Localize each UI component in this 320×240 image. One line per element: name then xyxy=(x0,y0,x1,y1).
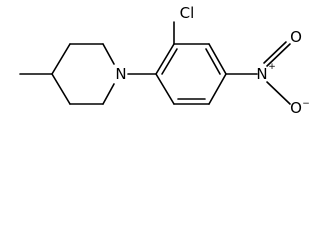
bond-nitro-o-bottom xyxy=(266,81,291,105)
bond-c3-c4 xyxy=(51,43,71,75)
bond-ar3-ar4 xyxy=(208,43,227,75)
bond-nitro-o-top-b xyxy=(263,41,287,64)
bond-c6-n xyxy=(102,83,115,105)
bond-ar4-ar5 xyxy=(208,73,227,105)
benzene-ring xyxy=(155,43,227,105)
piperidine-ring xyxy=(51,43,115,105)
double-bond-inner-ar1-ar2 xyxy=(161,48,178,75)
nitro-oxygen-top-label: O xyxy=(290,28,302,46)
bond-n-c2 xyxy=(102,43,115,65)
bond-nitro-o-top-a xyxy=(266,43,291,67)
bond-c4-c5 xyxy=(51,73,71,105)
nitro-nitrogen-charge: + xyxy=(268,62,276,72)
double-bond-inner-ar3-ar4 xyxy=(205,48,221,75)
bond-ar1-ar2 xyxy=(155,43,175,75)
chemical-structure-drawing: N Cl N + O O − xyxy=(0,0,314,121)
molecule-svg: N Cl N + O O − xyxy=(19,4,310,117)
bond-ar6-ar1 xyxy=(155,73,175,105)
nitro-oxygen-charge: − xyxy=(302,99,310,109)
nitro-oxygen-bottom-label: O xyxy=(290,99,302,117)
nitro-nitrogen-label: N xyxy=(256,65,267,83)
chlorine-label: Cl xyxy=(180,4,195,22)
piperidine-nitrogen-label: N xyxy=(115,65,126,83)
